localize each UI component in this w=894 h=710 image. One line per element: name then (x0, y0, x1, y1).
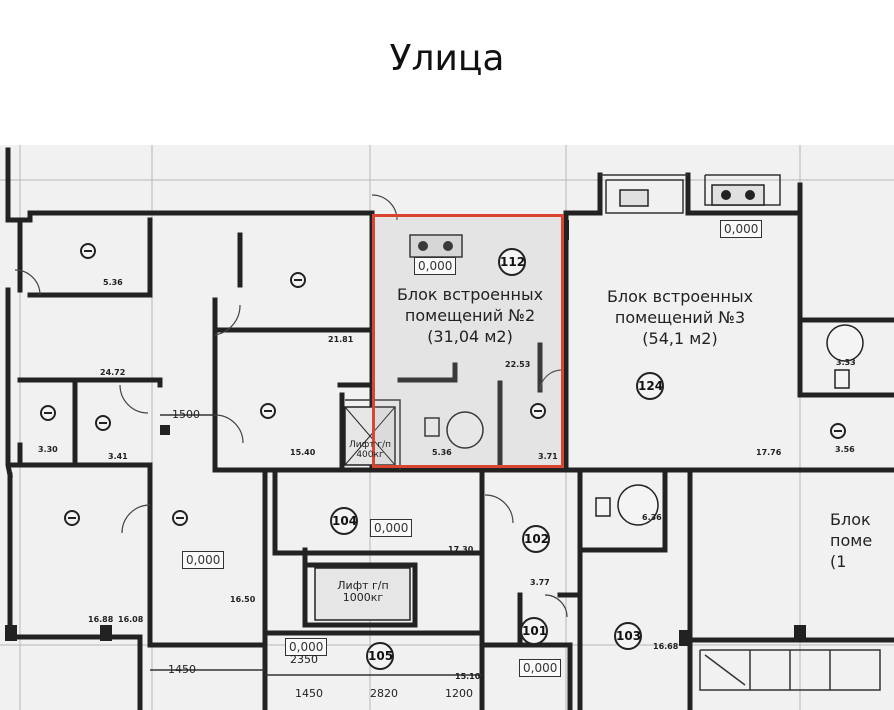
area-label: 3.41 (108, 452, 128, 461)
room-112-label: Блок встроенных помещений №2 (31,04 м2) (380, 285, 560, 347)
dimension-label: 1450 (295, 687, 323, 700)
dimension-label: 1500 (172, 408, 200, 421)
area-label: 24.72 (100, 368, 126, 377)
area-label: 22.53 (505, 360, 531, 369)
area-label: 3.77 (530, 578, 550, 587)
area-label: 16.68 (653, 642, 679, 651)
area-label: 3.33 (836, 358, 856, 367)
room-number-103: 103 (614, 622, 642, 650)
room-112-label-line1: Блок встроенных (396, 285, 544, 304)
right-room-label-line1: Блок (830, 510, 871, 529)
right-room-label: Блок поме (1 (830, 510, 872, 572)
room-112-area: (31,04 м2) (427, 326, 513, 346)
plan-walls (0, 145, 894, 710)
room-number-105: 105 (366, 642, 394, 670)
area-label: 16.88 (88, 615, 114, 624)
area-label: 17.30 (448, 545, 474, 554)
section-mark-icon (530, 403, 546, 419)
lift-large-line2: 1000кг (342, 591, 384, 604)
area-label: 5.36 (432, 448, 452, 457)
elevation-mark: 0,000 (414, 257, 457, 275)
area-label: 3.71 (538, 452, 558, 461)
lift-small-label: Лифт г/п 400кг (346, 440, 394, 460)
right-room-label-line2: поме (830, 530, 873, 550)
elevation-mark: 0,000 (720, 220, 763, 238)
section-mark-icon (290, 272, 306, 288)
room-124-area: (54,1 м2) (642, 328, 718, 348)
selected-unit-highlight[interactable] (372, 214, 564, 468)
dimension-label: 2350 (290, 653, 318, 666)
area-label: 5.36 (103, 278, 123, 287)
elevation-mark: 0,000 (370, 519, 413, 537)
lift-large-line1: Лифт г/п (337, 579, 389, 592)
dimension-label: 2820 (370, 687, 398, 700)
area-label: 6.36 (642, 513, 662, 522)
lift-small-line1: Лифт г/п (348, 440, 392, 450)
elevation-mark: 0,000 (182, 551, 225, 569)
area-label: 17.76 (756, 448, 782, 457)
area-label: 15.10 (455, 672, 481, 681)
area-label: 15.40 (290, 448, 316, 457)
lift-small-line2: 400кг (356, 450, 384, 460)
room-112-label-line2: помещений №2 (404, 305, 536, 325)
section-mark-icon (172, 510, 188, 526)
room-124-label-line2: помещений №3 (614, 307, 746, 327)
area-label: 16.50 (230, 595, 256, 604)
area-label: 3.30 (38, 445, 58, 454)
room-124-label-line1: Блок встроенных (606, 287, 754, 306)
area-label: 16.08 (118, 615, 144, 624)
dimension-label: 1200 (445, 687, 473, 700)
right-room-label-line3: (1 (830, 551, 847, 571)
room-124-label: Блок встроенных помещений №3 (54,1 м2) (590, 287, 770, 349)
room-number-124: 124 (636, 372, 664, 400)
elevation-mark: 0,000 (285, 638, 328, 656)
room-number-112: 112 (498, 248, 526, 276)
room-number-102: 102 (522, 525, 550, 553)
section-mark-icon (260, 403, 276, 419)
area-label: 21.81 (328, 335, 354, 344)
lift-large-label: Лифт г/п 1000кг (318, 580, 408, 604)
room-number-104: 104 (330, 507, 358, 535)
section-mark-icon (64, 510, 80, 526)
room-number-101: 101 (520, 617, 548, 645)
elevation-mark: 0,000 (519, 659, 562, 677)
section-mark-icon (830, 423, 846, 439)
page-title: Улица (389, 38, 505, 79)
section-mark-icon (80, 243, 96, 259)
floor-plan: 112 Блок встроенных помещений №2 (31,04 … (0, 145, 894, 710)
area-label: 3.56 (835, 445, 855, 454)
dimension-label: 1450 (168, 663, 196, 676)
section-mark-icon (95, 415, 111, 431)
section-mark-icon (40, 405, 56, 421)
